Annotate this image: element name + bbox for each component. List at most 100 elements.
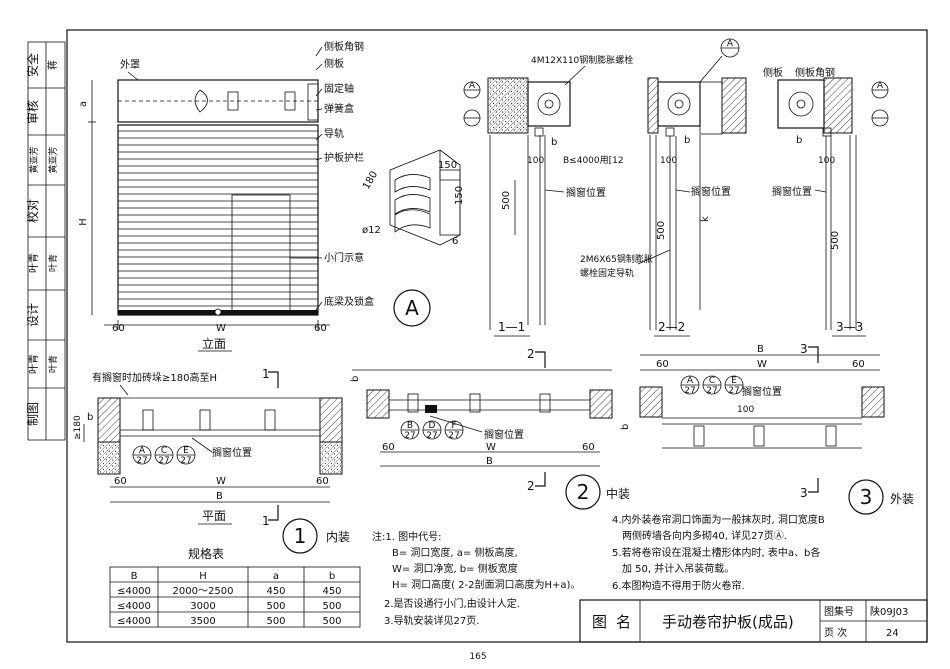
section-3-3-title: 3—3 xyxy=(836,320,863,334)
plan2-l60: 60 xyxy=(382,442,395,453)
label-small-door: 小门示意 xyxy=(324,251,364,264)
plan2-cut-mark-bottom: 2 xyxy=(527,479,535,493)
side-signature-2: 黄亚芳 xyxy=(47,146,59,173)
bolt-label: 4M12X110钢制膨胀螺栓 xyxy=(531,54,633,66)
detail-ref-letter: C xyxy=(709,376,715,386)
side-label-review: 审核 xyxy=(25,100,40,124)
label-bottom-beam: 底梁及锁盒 xyxy=(324,295,374,308)
plan1-B: B xyxy=(216,491,223,502)
note-left-0: 注:1. 图中代号: xyxy=(372,530,441,543)
note-right-0: 4.内外装卷帘洞口饰面为一般抹灰时, 洞口宽度B xyxy=(612,513,825,526)
plan2-cut-mark: 2 xyxy=(527,347,535,361)
dim-a-180: 180 xyxy=(361,169,380,191)
s22-bolt2: 2M6X65钢制膨胀 xyxy=(580,253,653,265)
plan3-kind: 外装 xyxy=(890,492,914,506)
s22-b: b xyxy=(684,135,690,146)
label-side-angle: 侧板角钢 xyxy=(324,40,364,53)
s22-win: 搁窗位置 xyxy=(691,185,731,198)
plan1-b: b xyxy=(87,412,93,423)
spec-header: a xyxy=(273,571,279,582)
section-2-2: A b 100 搁窗位置 k 500 2M6X65钢制膨胀 螺栓固定导轨 2—2 xyxy=(580,38,747,337)
plan1-180: ≥180 xyxy=(73,415,83,440)
plan3-100: 100 xyxy=(737,405,754,415)
spec-cell: 500 xyxy=(322,616,341,627)
spec-header: b xyxy=(329,571,335,582)
s11-win: 搁窗位置 xyxy=(566,186,606,199)
detail-ref-page: 27 xyxy=(136,456,147,466)
detail-ref-letter: A xyxy=(687,376,694,386)
side-label-designer: 叶青 xyxy=(27,354,40,374)
detail-ref-page: 27 xyxy=(158,456,169,466)
section-1-1: 4M12X110钢制膨胀螺栓 b 100 500 B≤4000用[12 搁窗位置… xyxy=(463,54,633,337)
plan2-r60: 60 xyxy=(582,442,595,453)
side-signature-3: 叶青 xyxy=(47,254,59,272)
s33-side-angle: 侧板角钢 xyxy=(795,66,835,79)
spec-cell: 3500 xyxy=(190,616,215,627)
s11-callout-A: A xyxy=(469,81,476,91)
plan1-note: 有搁窗时加砖垛≥180高至H xyxy=(92,371,217,384)
s22-100: 100 xyxy=(660,156,677,166)
plan2-W: W xyxy=(486,442,496,453)
page-label: 页 次 xyxy=(824,626,847,639)
plan3-r60: 60 xyxy=(852,359,865,370)
spec-cell: 500 xyxy=(266,601,285,612)
side-label-drafting: 制图 xyxy=(26,402,40,426)
side-label-safety: 安全 xyxy=(25,53,40,77)
s11-steel: B≤4000用[12 xyxy=(563,155,624,166)
side-label-proofread: 校对 xyxy=(25,199,40,223)
s33-500: 500 xyxy=(830,231,841,250)
plan3-b: b xyxy=(620,424,631,430)
side-label-proofreader: 叶青 xyxy=(27,253,40,273)
label-outer-cover: 外罩 xyxy=(120,59,140,71)
spec-cell: 3000 xyxy=(190,601,215,612)
spec-cell: 2000～2500 xyxy=(173,586,234,597)
title-block: 图 名 手动卷帘护板(成品) 图集号 陕09J03 页 次 24 xyxy=(579,599,928,643)
drawing-frame xyxy=(66,29,928,643)
plan1-l60: 60 xyxy=(114,476,127,487)
spec-cell: 500 xyxy=(266,616,285,627)
note-right-4: 6.本图构造不得用于防火卷帘. xyxy=(612,579,745,592)
plan3-win: 搁窗位置 xyxy=(742,385,782,398)
dim-a-phi12: ø12 xyxy=(362,225,381,236)
section-1-1-title: 1—1 xyxy=(498,320,525,334)
plan3-cut-mark: 3 xyxy=(800,342,808,356)
plan1-kind: 内装 xyxy=(326,530,350,544)
s11-500: 500 xyxy=(501,191,512,210)
plan1-win: 搁窗位置 xyxy=(212,446,252,459)
plan1-r60: 60 xyxy=(316,476,329,487)
label-guard-panel: 护板护栏 xyxy=(324,151,364,164)
s22-k: k xyxy=(700,216,711,222)
side-label-reviewer: 黄亚芳 xyxy=(28,146,40,173)
page-value: 24 xyxy=(886,628,899,639)
label-side-plate: 侧板 xyxy=(324,57,344,70)
side-label-design: 设计 xyxy=(26,303,40,327)
title-label-ming: 名 xyxy=(616,613,631,631)
detail-ref-letter: B xyxy=(407,421,413,431)
s22-callout-A: A xyxy=(727,39,734,49)
detail-ref-page: 27 xyxy=(728,386,739,396)
side-signature-4: 叶青 xyxy=(47,355,59,373)
section-2-2-title: 2—2 xyxy=(658,320,685,334)
s33-100: 100 xyxy=(818,156,835,166)
detail-ref-page: 27 xyxy=(684,386,695,396)
label-fixed-axis: 固定轴 xyxy=(324,82,354,95)
s11-b: b xyxy=(551,137,557,148)
note-right-1: 两侧砖墙各向内多砌40, 详见27页Ⓐ. xyxy=(622,529,787,542)
dim-right-60: 60 xyxy=(314,323,327,334)
dim-left-60: 60 xyxy=(112,323,125,334)
note-left-5: 3.导轨安装详见27页. xyxy=(384,614,479,627)
dim-a-150-side: 150 xyxy=(454,186,465,205)
dim-a-150-top: 150 xyxy=(438,160,457,171)
plan2-num: 2 xyxy=(577,480,590,504)
elevation-view: a H 60 W 60 立面 外罩 侧板角钢 侧板 固定轴 弹簧盒 导轨 护板护… xyxy=(78,40,374,352)
plan1-cut-mark-bottom: 1 xyxy=(262,514,270,528)
elevation-title: 立面 xyxy=(202,336,226,351)
spec-cell: 450 xyxy=(322,586,341,597)
plan3-cut-mark-bottom: 3 xyxy=(800,486,808,500)
spec-cell: ≤4000 xyxy=(117,601,151,612)
detail-ref-letter: D xyxy=(429,421,436,431)
plan2-b: b xyxy=(350,376,361,382)
side-signature-1: 蒋 xyxy=(47,60,59,70)
